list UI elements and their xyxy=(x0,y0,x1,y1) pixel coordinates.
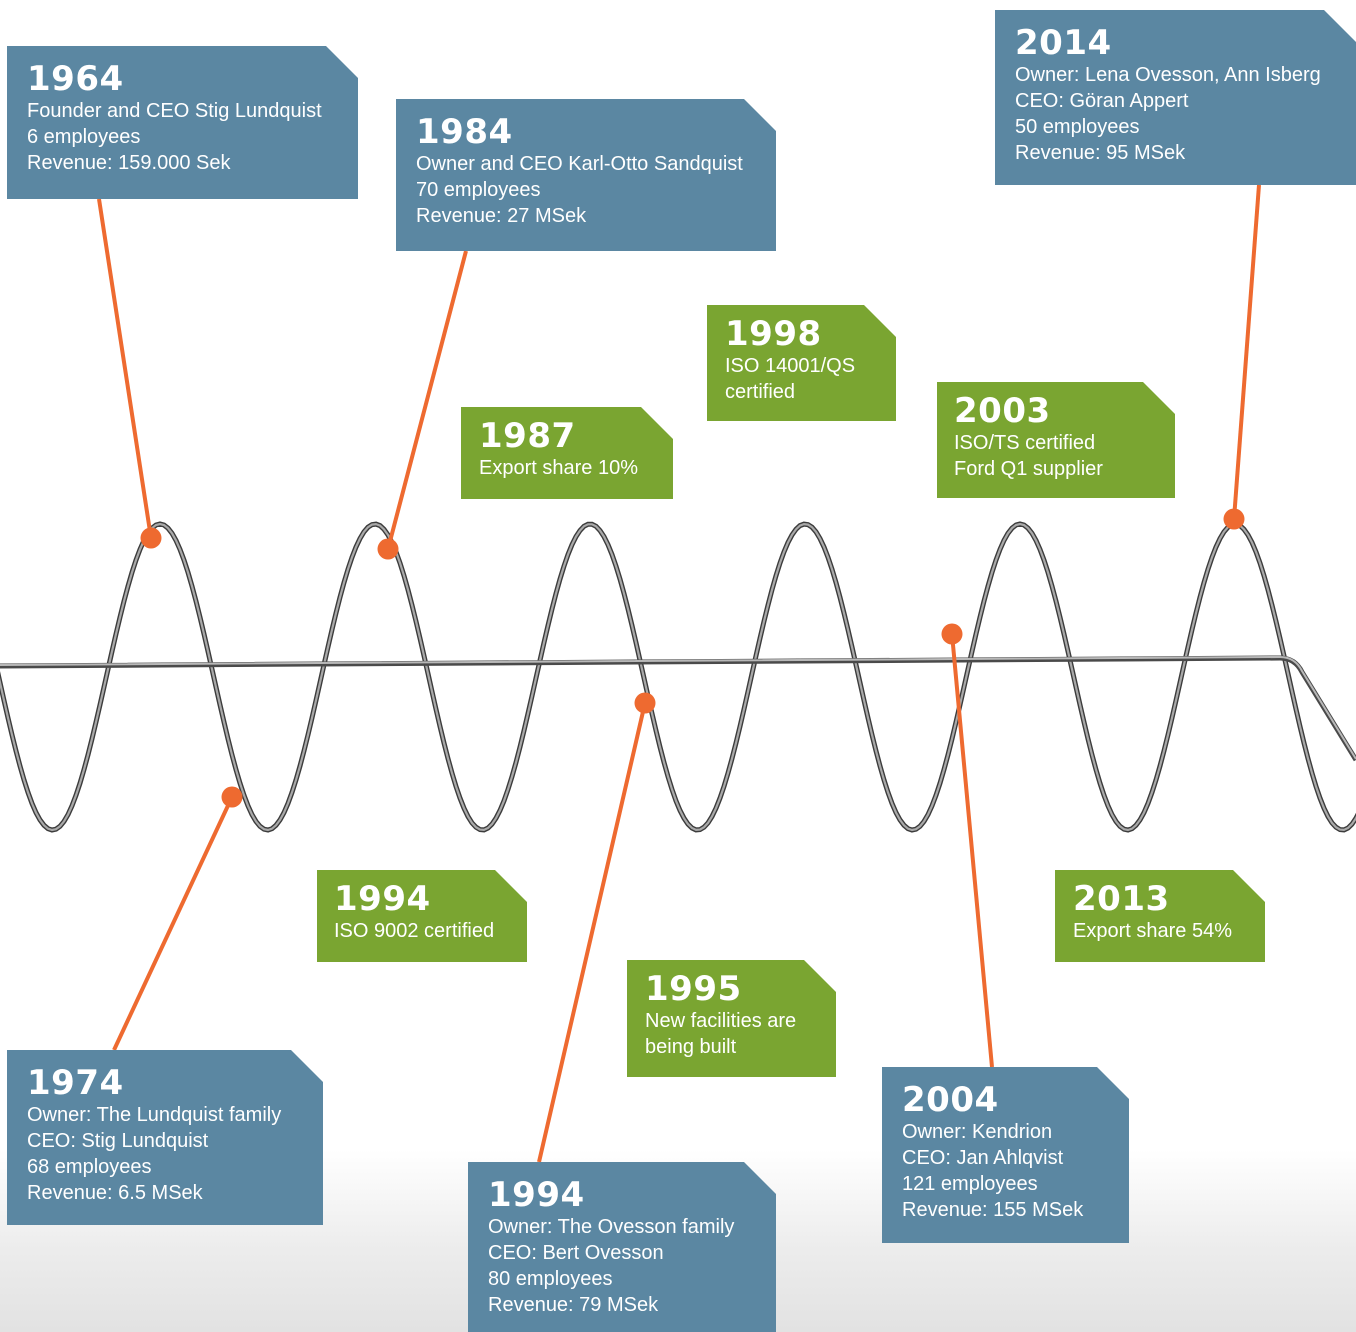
milestone-year: 1995 xyxy=(645,969,742,1009)
milestone-detail: Revenue: 155 MSek xyxy=(902,1199,1084,1221)
milestone-detail: Revenue: 159.000 Sek xyxy=(27,152,231,174)
milestone-detail: Export share 54% xyxy=(1073,920,1232,942)
connector-lines xyxy=(97,184,1261,1163)
milestone-detail: 70 employees xyxy=(416,179,541,201)
milestone-year: 1994 xyxy=(488,1175,585,1215)
milestone-detail: Revenue: 95 MSek xyxy=(1015,142,1186,164)
milestone-year: 1964 xyxy=(27,59,124,99)
milestone-detail: ISO 9002 certified xyxy=(334,920,495,942)
connector-line-m1994b xyxy=(537,702,647,1163)
milestone-detail: CEO: Göran Appert xyxy=(1015,90,1189,112)
milestone-detail: Ford Q1 supplier xyxy=(954,458,1103,480)
milestone-detail: Owner: The Lundquist family xyxy=(27,1104,282,1126)
milestone-year: 2014 xyxy=(1015,23,1112,63)
milestone-detail: CEO: Stig Lundquist xyxy=(27,1130,209,1152)
milestone-year: 1974 xyxy=(27,1063,124,1103)
milestone-detail: Owner: Lena Ovesson, Ann Isberg xyxy=(1015,64,1321,86)
milestone-detail: 50 employees xyxy=(1015,116,1140,138)
connector-line-m1964 xyxy=(97,198,153,539)
milestone-detail: Founder and CEO Stig Lundquist xyxy=(27,100,322,122)
milestone-detail: Owner: Kendrion xyxy=(902,1121,1053,1143)
spring-coil-highlight xyxy=(0,522,1356,832)
connector-dot-m1974 xyxy=(221,786,243,808)
milestone-detail: 121 employees xyxy=(902,1173,1038,1195)
milestone-detail: Owner: The Ovesson family xyxy=(488,1216,735,1238)
milestone-detail: Revenue: 6.5 MSek xyxy=(27,1182,203,1204)
milestone-year: 1984 xyxy=(416,112,513,152)
milestone-year: 2004 xyxy=(902,1080,999,1120)
milestone-year: 2003 xyxy=(954,391,1051,431)
milestone-detail: CEO: Bert Ovesson xyxy=(488,1242,664,1264)
milestone-year: 1998 xyxy=(725,314,822,354)
milestone-detail: CEO: Jan Ahlqvist xyxy=(902,1147,1064,1169)
connector-dot-m2014 xyxy=(1223,508,1245,530)
milestone-detail: certified xyxy=(725,381,796,403)
milestone-detail: Export share 10% xyxy=(479,457,638,479)
connector-dot-m1994b xyxy=(634,692,656,714)
spring-coil-shadow xyxy=(0,521,1356,833)
spring-rod-highlight xyxy=(0,655,1356,760)
connector-line-m1984 xyxy=(386,250,468,550)
connector-dot-m2004 xyxy=(941,623,963,645)
milestone-detail: New facilities are xyxy=(645,1010,797,1032)
milestone-detail: ISO 14001/QS xyxy=(725,355,856,377)
connector-line-m2004 xyxy=(950,633,994,1068)
connector-line-m1974 xyxy=(112,796,234,1051)
connector-dot-m1984 xyxy=(377,538,399,560)
milestone-detail: being built xyxy=(645,1036,737,1058)
milestone-year: 1987 xyxy=(479,416,576,456)
milestone-detail: 6 employees xyxy=(27,126,141,148)
milestone-year: 2013 xyxy=(1073,879,1170,919)
spring-rod xyxy=(0,655,1356,762)
milestone-detail: 68 employees xyxy=(27,1156,152,1178)
connector-line-m2014 xyxy=(1232,184,1261,520)
milestone-detail: Owner and CEO Karl-Otto Sandquist xyxy=(416,153,743,175)
spring-coil xyxy=(0,521,1356,833)
milestone-detail: ISO/TS certified xyxy=(954,432,1096,454)
milestone-detail: 80 employees xyxy=(488,1268,613,1290)
milestone-year: 1994 xyxy=(334,879,431,919)
milestone-detail: Revenue: 27 MSek xyxy=(416,205,587,227)
milestone-detail: Revenue: 79 MSek xyxy=(488,1294,659,1316)
connector-dot-m1964 xyxy=(140,527,162,549)
